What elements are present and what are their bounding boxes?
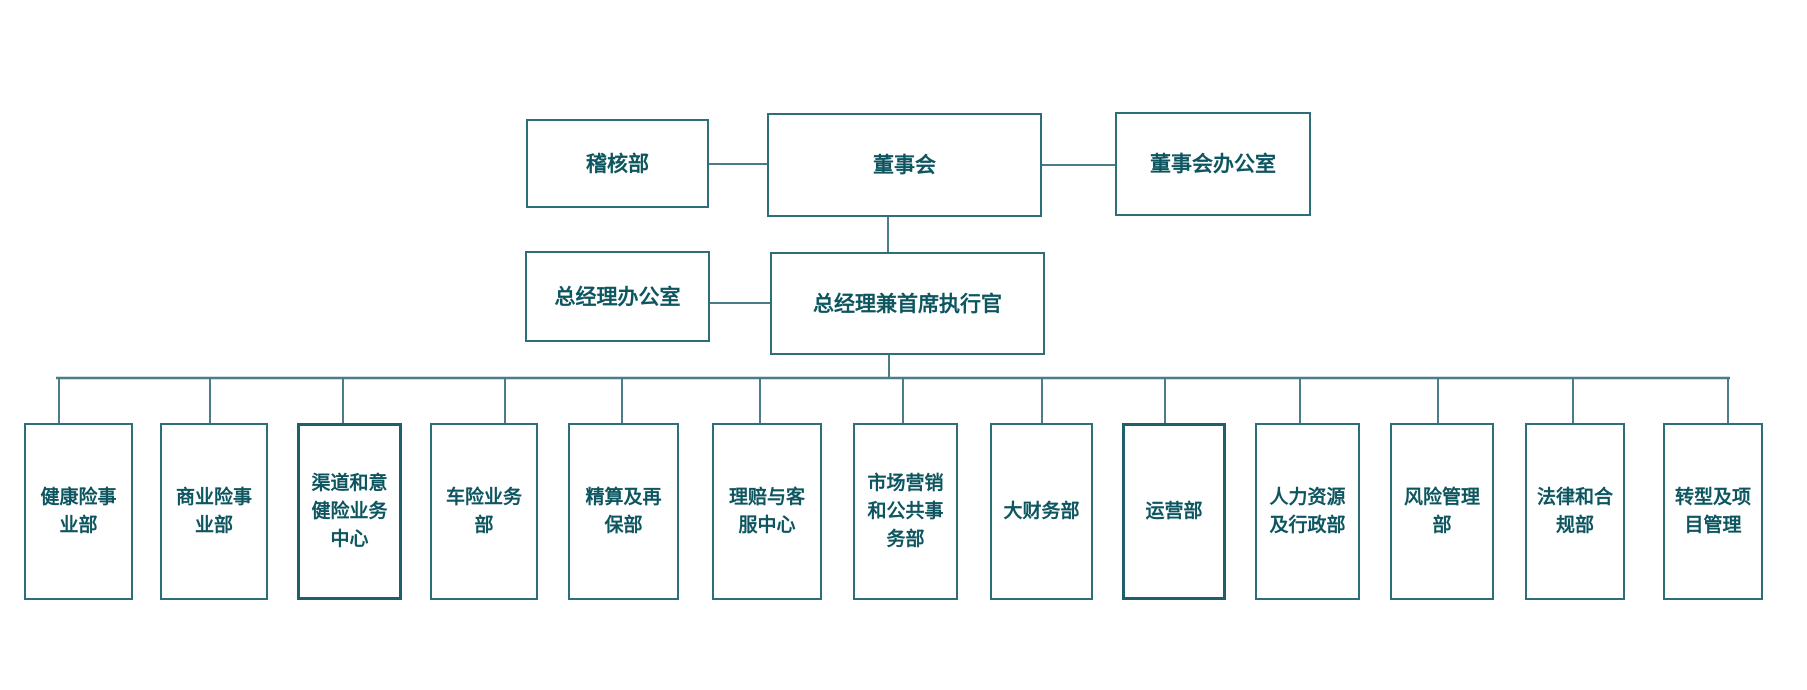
node-hr-admin-dept-label: 人力资源及行政部 bbox=[1269, 486, 1346, 536]
node-health-insurance-division: 健康险事业部 bbox=[24, 423, 133, 600]
node-gm-office: 总经理办公室 bbox=[525, 251, 710, 342]
node-channel-accident-health-center: 渠道和意健险业务中心 bbox=[297, 423, 402, 600]
node-marketing-public-affairs-dept-label: 市场营销和公共事务部 bbox=[867, 472, 944, 550]
node-risk-management-dept: 风险管理部 bbox=[1390, 423, 1494, 600]
node-gm-office-label: 总经理办公室 bbox=[554, 284, 681, 309]
node-hr-admin-dept: 人力资源及行政部 bbox=[1255, 423, 1360, 600]
node-claims-customer-service-center: 理赔与客服中心 bbox=[712, 423, 822, 600]
node-operations-dept-label: 运营部 bbox=[1145, 500, 1203, 522]
node-finance-dept: 大财务部 bbox=[990, 423, 1093, 600]
node-board-of-directors-label: 董事会 bbox=[873, 153, 936, 177]
node-gm-ceo-label: 总经理兼首席执行官 bbox=[813, 291, 1002, 316]
node-transformation-project-management: 转型及项目管理 bbox=[1663, 423, 1763, 600]
node-actuarial-reinsurance-dept: 精算及再保部 bbox=[568, 423, 679, 600]
node-transformation-project-management-label: 转型及项目管理 bbox=[1674, 486, 1751, 536]
node-actuarial-reinsurance-dept-label: 精算及再保部 bbox=[585, 486, 662, 536]
node-audit-dept: 稽核部 bbox=[526, 119, 709, 208]
node-health-insurance-division-label: 健康险事业部 bbox=[40, 486, 117, 536]
node-channel-accident-health-center-label: 渠道和意健险业务中心 bbox=[311, 472, 388, 550]
node-legal-compliance-dept: 法律和合规部 bbox=[1525, 423, 1625, 600]
node-commercial-insurance-division: 商业险事业部 bbox=[160, 423, 268, 600]
node-operations-dept: 运营部 bbox=[1122, 423, 1226, 600]
node-board-office-label: 董事会办公室 bbox=[1150, 152, 1276, 176]
node-board-office: 董事会办公室 bbox=[1115, 112, 1311, 216]
node-commercial-insurance-division-label: 商业险事业部 bbox=[175, 486, 252, 536]
node-finance-dept-label: 大财务部 bbox=[1003, 500, 1080, 522]
node-claims-customer-service-center-label: 理赔与客服中心 bbox=[728, 486, 805, 536]
node-legal-compliance-dept-label: 法律和合规部 bbox=[1536, 486, 1613, 536]
node-auto-insurance-dept-label: 车险业务部 bbox=[445, 486, 522, 536]
node-marketing-public-affairs-dept: 市场营销和公共事务部 bbox=[853, 423, 958, 600]
node-board-of-directors: 董事会 bbox=[767, 113, 1042, 217]
node-auto-insurance-dept: 车险业务部 bbox=[430, 423, 538, 600]
node-audit-dept-label: 稽核部 bbox=[586, 151, 649, 176]
node-risk-management-dept-label: 风险管理部 bbox=[1403, 486, 1480, 536]
node-gm-ceo: 总经理兼首席执行官 bbox=[770, 252, 1045, 355]
